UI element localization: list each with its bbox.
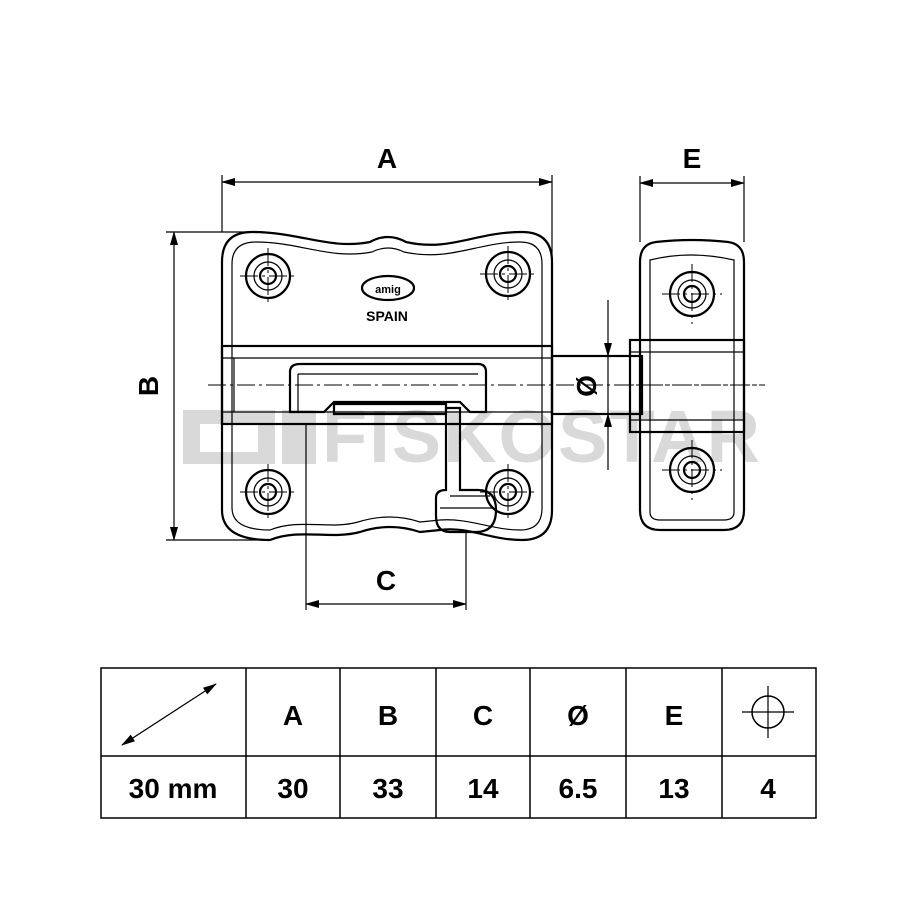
table-header-a: A: [283, 700, 303, 731]
table-cell-e: 13: [658, 773, 689, 804]
dimension-e-label: E: [683, 143, 702, 174]
table-cell-b: 33: [372, 773, 403, 804]
dimension-b: B: [133, 231, 270, 541]
dimension-diameter-label: Ø: [571, 375, 602, 397]
table-header-e: E: [665, 700, 684, 731]
brand-logo: amig: [360, 274, 416, 302]
watermark: FISKOSTAR: [183, 395, 760, 478]
bolt-front-view: amig SPAIN: [208, 230, 765, 542]
keeper-view: [616, 238, 765, 532]
dimension-b-label: B: [133, 376, 164, 396]
origin-text: SPAIN: [366, 308, 408, 324]
bolt-knob: [434, 406, 498, 534]
bolt-slot: [288, 362, 488, 414]
dimension-a: A: [221, 143, 553, 340]
dimensions-table: A B C Ø E 30 mm 30 33 14 6.5 13 4: [100, 667, 817, 819]
dimension-c: C: [305, 424, 467, 610]
table-cell-diameter: 6.5: [559, 773, 598, 804]
dimension-c-label: C: [376, 565, 396, 596]
table-cell-c: 14: [467, 773, 499, 804]
table-cell-size: 30 mm: [129, 773, 218, 804]
table-header-c: C: [473, 700, 493, 731]
dimension-e: E: [639, 143, 745, 242]
plate-outline: [220, 230, 554, 542]
svg-text:amig: amig: [375, 284, 401, 296]
dimension-diameter: Ø: [571, 300, 612, 470]
table-header-b: B: [378, 700, 398, 731]
table-header-diameter: Ø: [567, 700, 589, 731]
table-cell-a: 30: [277, 773, 308, 804]
screw-hole-icon: [742, 686, 794, 738]
diagonal-size-arrow-icon: [121, 683, 217, 746]
table-cell-screw: 4: [760, 773, 776, 804]
dimension-a-label: A: [377, 143, 397, 174]
keeper-outline: [638, 238, 746, 532]
